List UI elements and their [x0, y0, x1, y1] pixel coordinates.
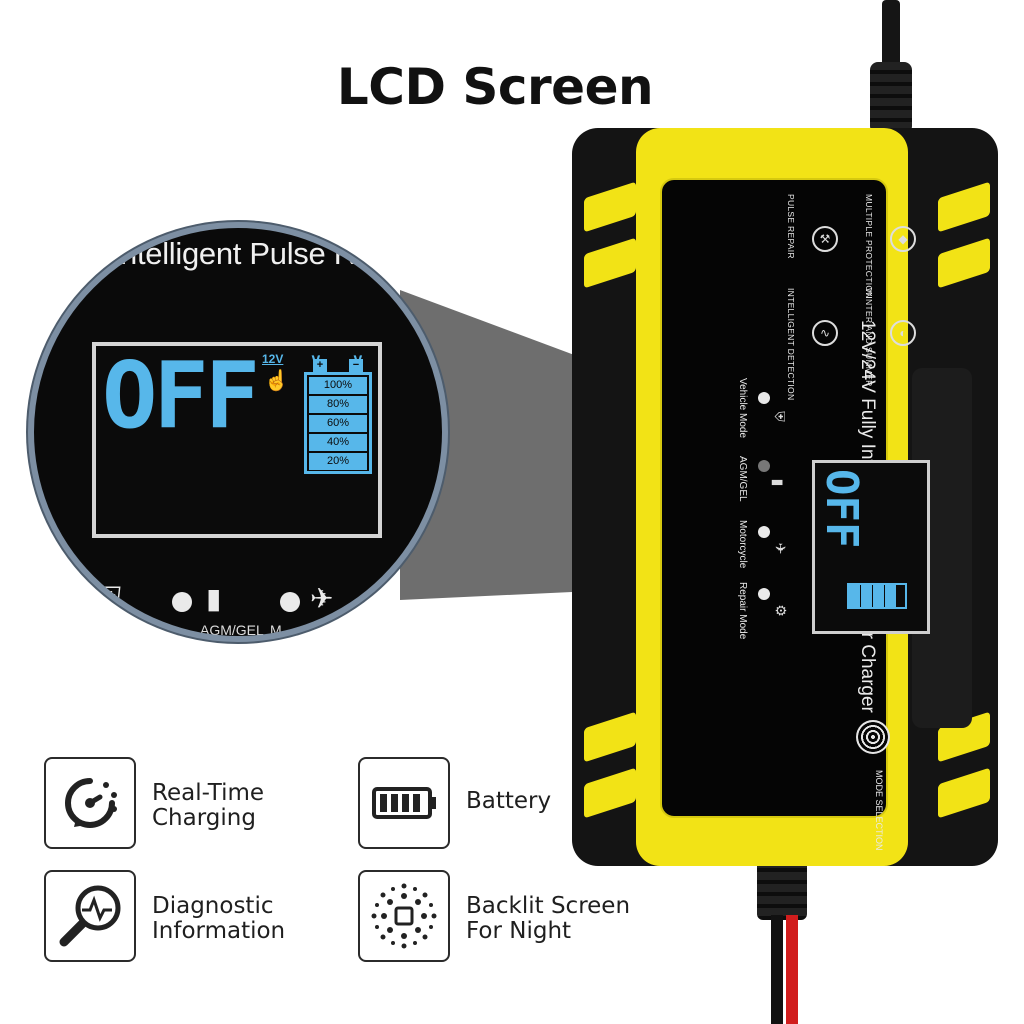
half-moon-icon: ◐: [890, 320, 916, 346]
repair-mode-indicator: [758, 588, 770, 600]
mode-label: AGM/GEL: [737, 456, 748, 502]
zoomed-battery-gauge: + − 100% 80% 60% 40% 20%: [304, 359, 372, 474]
feature-icon-box: [358, 757, 450, 849]
mode-indicator: [280, 592, 300, 612]
shield-icon: ◆: [890, 226, 916, 252]
hand-pointer-icon: ☝: [264, 370, 289, 392]
zoom-mode-label: AGM/GEL: [200, 622, 264, 638]
car-icon: ⛨: [771, 411, 788, 422]
mode-indicator: [172, 592, 192, 612]
wrench-icon: ⚒: [812, 226, 838, 252]
zoom-mode-label: M: [270, 622, 282, 638]
feature-diagnostic-information: Diagnostic Information: [44, 870, 344, 962]
feature-icon-box: [358, 870, 450, 962]
function-label: INTELLIGENT DETECTION: [786, 288, 796, 401]
mode-label: Vehicle Mode: [737, 378, 748, 439]
mode-label: Repair Mode: [737, 582, 748, 640]
black-clamp-wire: [771, 915, 783, 1024]
repair-icon: ⚙: [772, 604, 789, 617]
negative-terminal-icon: −: [349, 359, 363, 372]
feature-battery: Battery: [358, 757, 658, 849]
page-title: LCD Screen: [336, 58, 654, 116]
motorcycle-indicator: [758, 526, 770, 538]
battery-level-row: 20%: [309, 453, 367, 470]
lcd-status-text: OFF: [816, 469, 867, 549]
mode-selection-label: MODE SELECTION: [874, 770, 884, 851]
motorcycle-icon: ✈: [310, 583, 334, 614]
battery-level-gauge: [847, 583, 907, 609]
battery-level-row: 40%: [309, 434, 367, 451]
agm-gel-indicator: [758, 460, 770, 472]
lcd-display: OFF: [812, 460, 930, 634]
backlight-icon: [371, 883, 437, 949]
zoom-heading: ntelligent Pulse Re: [120, 236, 373, 271]
pulse-icon: ∿: [812, 320, 838, 346]
zoomed-lcd-display: OFF 12V ☝ ∨ ∨ + − 100% 80% 60% 40% 20%: [92, 342, 382, 538]
battery-icon: [372, 787, 436, 819]
motorcycle-icon: ✈: [772, 542, 789, 555]
mode-label: Motorcycle: [737, 520, 748, 569]
cable-strain-relief-top: [870, 62, 912, 134]
voltage-label: 12V: [262, 352, 284, 366]
battery-level-row: 60%: [309, 415, 367, 432]
mode-selection-button[interactable]: [856, 720, 890, 754]
battery-level-row: 80%: [309, 396, 367, 413]
feature-label: Backlit Screen For Night: [466, 893, 631, 944]
function-label: WINTER AND SUMMER: [864, 288, 874, 387]
feature-icon-box: [44, 870, 136, 962]
speed-gauge-icon: [65, 778, 117, 828]
cable-strain-relief-bottom: [757, 860, 807, 920]
battery-charger: 12V/24V Fully Intelligent Pulse Repair C…: [572, 128, 998, 866]
battery-icon: ▮: [206, 583, 222, 614]
vehicle-mode-indicator: [758, 392, 770, 404]
feature-label: Diagnostic Information: [152, 893, 286, 944]
feature-real-time-charging: Real-Time Charging: [44, 757, 344, 849]
feature-label: Battery: [466, 788, 552, 814]
feature-icon-box: [44, 757, 136, 849]
function-label: PULSE REPAIR: [786, 194, 796, 259]
battery-icon: ▮: [770, 478, 787, 487]
red-clamp-wire: [786, 915, 798, 1024]
car-icon: ⛨: [100, 582, 122, 613]
feature-label: Real-Time Charging: [152, 780, 265, 831]
power-cable: [882, 0, 900, 70]
zoomed-status-text: OFF: [102, 342, 260, 449]
magnifier-pulse-icon: [59, 885, 121, 947]
control-panel: 12V/24V Fully Intelligent Pulse Repair C…: [660, 178, 930, 851]
battery-level-row: 100%: [309, 377, 367, 394]
feature-backlit-screen: Backlit Screen For Night: [358, 870, 658, 962]
lcd-zoom-callout: ntelligent Pulse Re OFF 12V ☝ ∨ ∨ + − 10…: [28, 222, 448, 642]
positive-terminal-icon: +: [313, 359, 327, 372]
function-label: MULTIPLE PROTECTION: [864, 194, 874, 299]
